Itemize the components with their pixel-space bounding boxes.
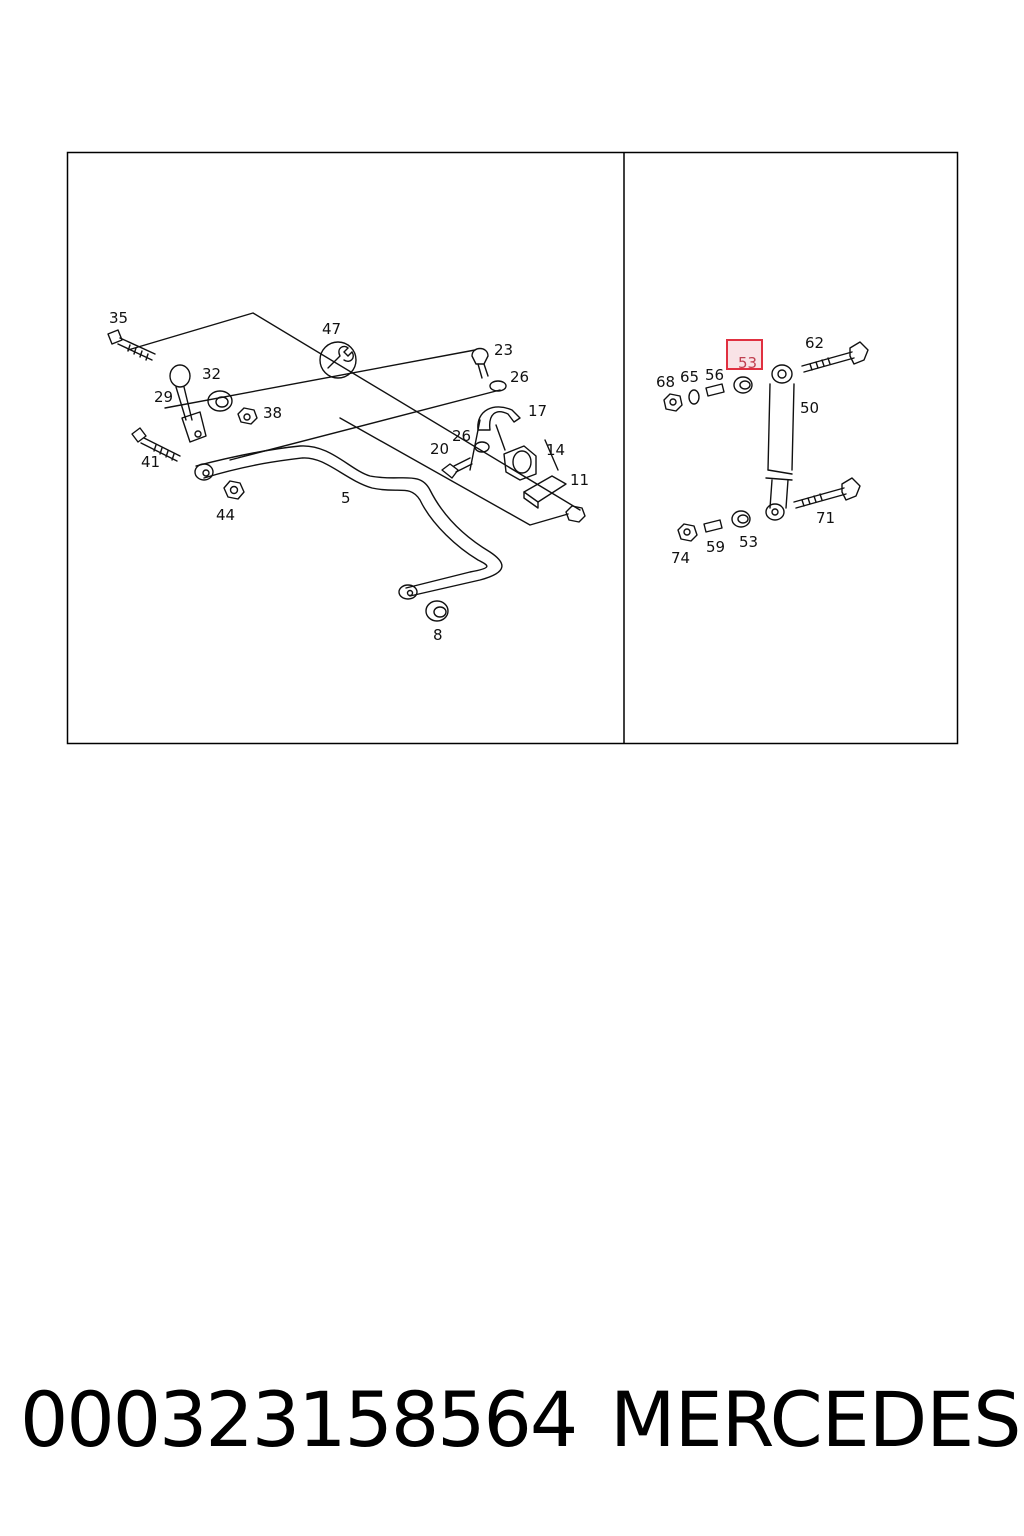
right-callouts: 62 53 68 65 56 50 71 74 59 53 <box>656 334 835 567</box>
callout-8: 8 <box>433 626 443 644</box>
callout-56: 56 <box>705 366 724 384</box>
callout-17: 17 <box>528 402 547 420</box>
callout-5: 5 <box>341 489 351 507</box>
callout-50: 50 <box>800 399 819 417</box>
callout-53-bottom: 53 <box>739 533 758 551</box>
callout-38: 38 <box>263 404 282 422</box>
callout-26-top: 26 <box>510 368 529 386</box>
callout-11: 11 <box>570 471 589 489</box>
diagram-frame <box>66 151 959 745</box>
left-panel-drawing <box>107 312 586 622</box>
callout-26-lower: 26 <box>452 427 471 445</box>
callout-71: 71 <box>816 509 835 527</box>
callout-62: 62 <box>805 334 824 352</box>
callout-53-highlighted[interactable]: 53 <box>738 354 757 372</box>
highlight-box <box>726 339 763 370</box>
wrench-icon <box>327 345 354 369</box>
right-panel-drawing <box>663 341 869 542</box>
callout-23: 23 <box>494 341 513 359</box>
callout-14: 14 <box>546 441 565 459</box>
callout-65: 65 <box>680 368 699 386</box>
callout-74: 74 <box>671 549 690 567</box>
callout-35: 35 <box>109 309 128 327</box>
callout-20: 20 <box>430 440 449 458</box>
footer-caption: 000323158564 MERCEDES <box>20 1370 1021 1470</box>
left-callouts: 35 47 23 26 32 29 38 17 26 41 20 14 11 4… <box>109 309 589 644</box>
callout-29: 29 <box>154 388 173 406</box>
callout-47: 47 <box>322 320 341 338</box>
callout-44: 44 <box>216 506 235 524</box>
callout-68: 68 <box>656 373 675 391</box>
callout-59: 59 <box>706 538 725 556</box>
callout-32: 32 <box>202 365 221 383</box>
callout-41: 41 <box>141 453 160 471</box>
part-number: 000323158564 <box>20 1375 578 1464</box>
parts-diagram: 35 47 23 26 32 29 38 17 26 41 20 14 11 4… <box>66 151 959 745</box>
brand-name: MERCEDES <box>610 1375 1021 1464</box>
